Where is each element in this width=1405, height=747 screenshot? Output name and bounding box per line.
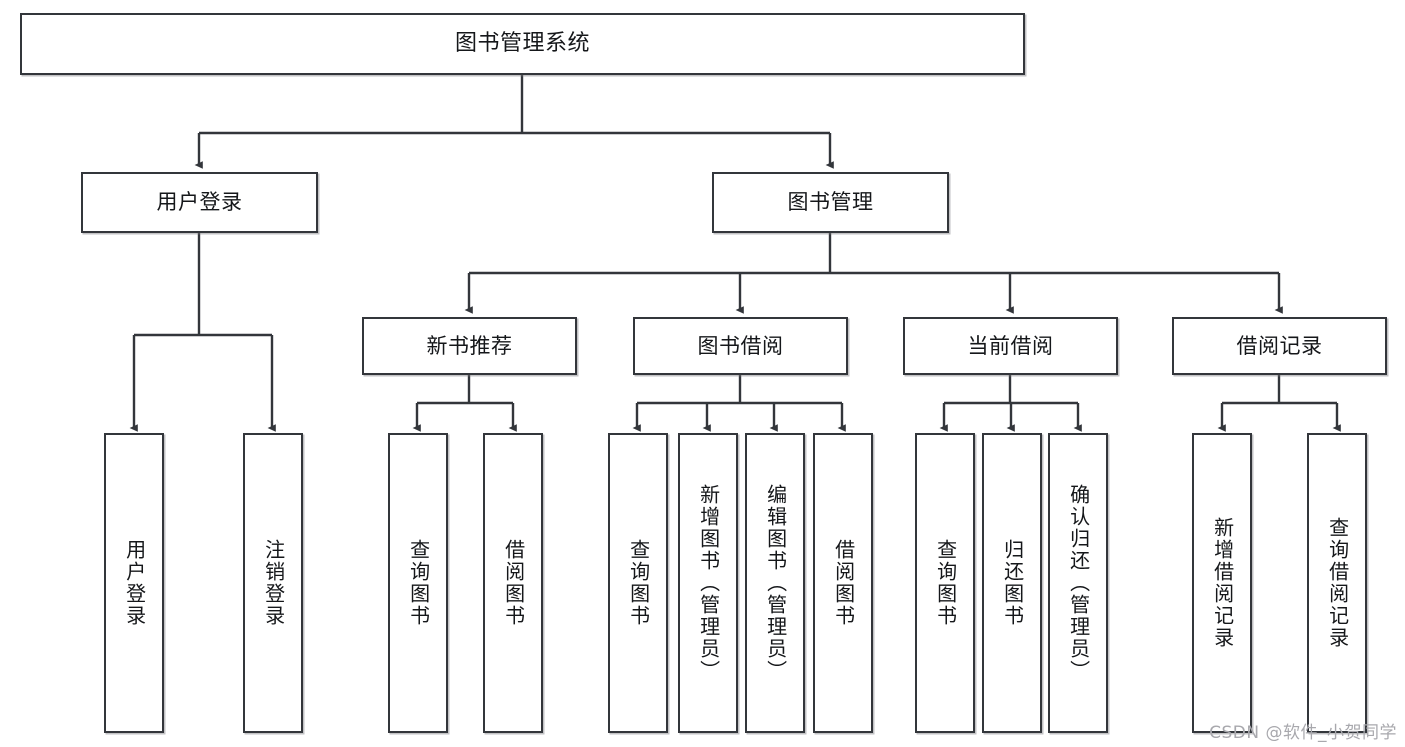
node-leaf-borrow-book-recommend[interactable]: 借阅图书 [483, 433, 543, 733]
node-label: 确认归还（管理员） [1066, 484, 1091, 682]
node-label: 查询图书 [406, 539, 431, 627]
node-leaf-borrow-book[interactable]: 借阅图书 [813, 433, 873, 733]
node-label: 查询图书 [626, 539, 651, 627]
node-label: 查询借阅记录 [1325, 517, 1350, 649]
node-leaf-query-book-current[interactable]: 查询图书 [915, 433, 975, 733]
node-book-management-system[interactable]: 图书管理系统 [20, 13, 1025, 75]
node-leaf-logout-login[interactable]: 注销登录 [243, 433, 303, 733]
node-current-borrow[interactable]: 当前借阅 [903, 317, 1118, 375]
node-leaf-add-borrow-record[interactable]: 新增借阅记录 [1192, 433, 1252, 733]
node-new-book-recommend[interactable]: 新书推荐 [362, 317, 577, 375]
node-label: 当前借阅 [967, 333, 1054, 358]
csdn-watermark: CSDN @软件_小贺同学 [1209, 723, 1397, 743]
node-label: 图书借阅 [697, 333, 784, 358]
node-label: 借阅图书 [831, 539, 856, 627]
node-borrow-record[interactable]: 借阅记录 [1172, 317, 1387, 375]
node-leaf-query-borrow-record[interactable]: 查询借阅记录 [1307, 433, 1367, 733]
node-label: 新增图书（管理员） [696, 484, 721, 682]
node-leaf-user-login[interactable]: 用户登录 [104, 433, 164, 733]
node-label: 注销登录 [261, 539, 286, 627]
node-leaf-edit-book-admin[interactable]: 编辑图书（管理员） [745, 433, 805, 733]
node-leaf-confirm-return-admin[interactable]: 确认归还（管理员） [1048, 433, 1108, 733]
node-label: 用户登录 [156, 190, 243, 215]
node-label: 查询图书 [933, 539, 958, 627]
node-leaf-query-book-borrow[interactable]: 查询图书 [608, 433, 668, 733]
node-label: 借阅记录 [1236, 333, 1323, 358]
node-label: 借阅图书 [501, 539, 526, 627]
node-leaf-query-book-recommend[interactable]: 查询图书 [388, 433, 448, 733]
node-label: 归还图书 [1000, 539, 1025, 627]
node-label: 新书推荐 [426, 333, 513, 358]
node-label: 新增借阅记录 [1210, 517, 1235, 649]
node-book-management[interactable]: 图书管理 [712, 172, 949, 233]
node-book-borrow[interactable]: 图书借阅 [633, 317, 848, 375]
node-leaf-add-book-admin[interactable]: 新增图书（管理员） [678, 433, 738, 733]
node-label: 编辑图书（管理员） [763, 484, 788, 682]
node-label: 用户登录 [122, 539, 147, 627]
node-label: 图书管理 [787, 190, 874, 215]
node-leaf-return-book[interactable]: 归还图书 [982, 433, 1042, 733]
node-user-login[interactable]: 用户登录 [81, 172, 318, 233]
node-label: 图书管理系统 [454, 31, 590, 57]
